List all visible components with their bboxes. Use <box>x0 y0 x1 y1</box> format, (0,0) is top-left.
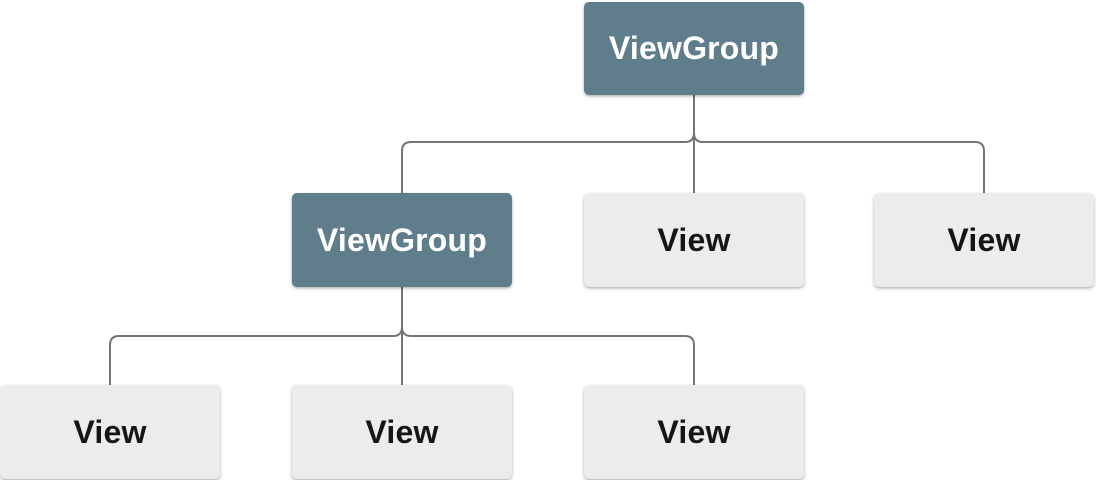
edge-child-1-to-grandchild-1 <box>109 326 403 385</box>
node-grandchild-view-1: View <box>0 385 220 479</box>
node-child-view-1: View <box>584 193 804 287</box>
node-root-viewgroup: ViewGroup <box>584 2 804 95</box>
edge-root-to-child-3 <box>693 132 985 193</box>
edge-child-1-to-grandchild-3 <box>401 326 695 385</box>
node-child-viewgroup: ViewGroup <box>292 193 512 287</box>
node-grandchild-view-3: View <box>584 385 804 479</box>
node-grandchild-view-2: View <box>292 385 512 479</box>
node-child-view-2: View <box>874 193 1094 287</box>
edge-root-to-child-1 <box>401 132 695 193</box>
